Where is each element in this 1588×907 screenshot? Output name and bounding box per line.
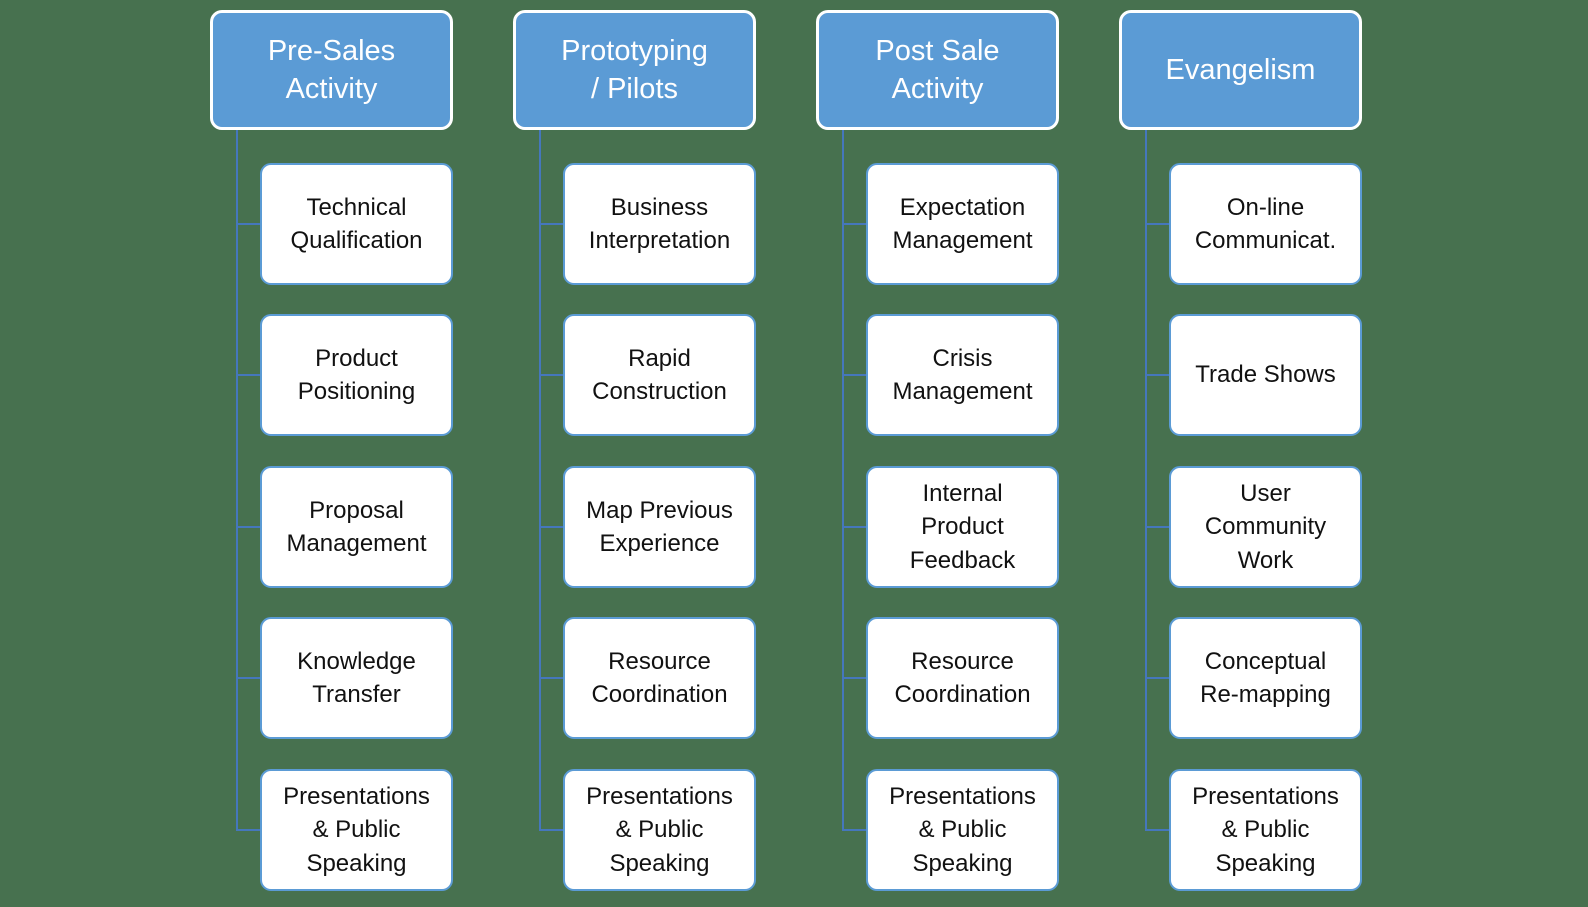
connector-branch [842, 677, 867, 680]
connector-branch [539, 677, 564, 680]
connector-branch [1145, 374, 1170, 377]
connector-trunk [236, 130, 239, 831]
node-box: Product Positioning [260, 314, 453, 436]
column-post-sale-activity: Post Sale Activity Expectation Managemen… [816, 0, 1119, 907]
node-box: Expectation Management [866, 163, 1059, 285]
column-pre-sales-activity: Pre-Sales Activity Technical Qualificati… [210, 0, 513, 907]
connector-branch [842, 829, 867, 832]
node-box: Conceptual Re-mapping [1169, 617, 1362, 739]
node-box: Resource Coordination [563, 617, 756, 739]
node-box: Trade Shows [1169, 314, 1362, 436]
node-box: Presentations & Public Speaking [1169, 769, 1362, 891]
node-box: Presentations & Public Speaking [563, 769, 756, 891]
connector-branch [842, 526, 867, 529]
column-header: Post Sale Activity [816, 10, 1059, 130]
node-box: Technical Qualification [260, 163, 453, 285]
connector-branch [539, 526, 564, 529]
connector-branch [539, 374, 564, 377]
connector-branch [1145, 526, 1170, 529]
node-box: Knowledge Transfer [260, 617, 453, 739]
connector-branch [236, 677, 261, 680]
connector-branch [1145, 829, 1170, 832]
column-header: Evangelism [1119, 10, 1362, 130]
connector-branch [1145, 677, 1170, 680]
column-prototyping-pilots: Prototyping / Pilots Business Interpreta… [513, 0, 816, 907]
connector-branch [842, 223, 867, 226]
node-box: Rapid Construction [563, 314, 756, 436]
node-box: Presentations & Public Speaking [260, 769, 453, 891]
column-header: Pre-Sales Activity [210, 10, 453, 130]
connector-trunk [1145, 130, 1148, 831]
connector-branch [842, 374, 867, 377]
connector-trunk [539, 130, 542, 831]
node-box: Map Previous Experience [563, 466, 756, 588]
node-box: Business Interpretation [563, 163, 756, 285]
connector-trunk [842, 130, 845, 831]
connector-branch [236, 526, 261, 529]
connector-branch [236, 223, 261, 226]
column-evangelism: Evangelism On-line Communicat. Trade Sho… [1119, 0, 1422, 907]
node-box: Resource Coordination [866, 617, 1059, 739]
column-header: Prototyping / Pilots [513, 10, 756, 130]
node-box: On-line Communicat. [1169, 163, 1362, 285]
connector-branch [539, 223, 564, 226]
node-box: Crisis Management [866, 314, 1059, 436]
connector-branch [539, 829, 564, 832]
connector-branch [236, 374, 261, 377]
node-box: Presentations & Public Speaking [866, 769, 1059, 891]
node-box: Internal Product Feedback [866, 466, 1059, 588]
connector-branch [236, 829, 261, 832]
connector-branch [1145, 223, 1170, 226]
node-box: User Community Work [1169, 466, 1362, 588]
node-box: Proposal Management [260, 466, 453, 588]
